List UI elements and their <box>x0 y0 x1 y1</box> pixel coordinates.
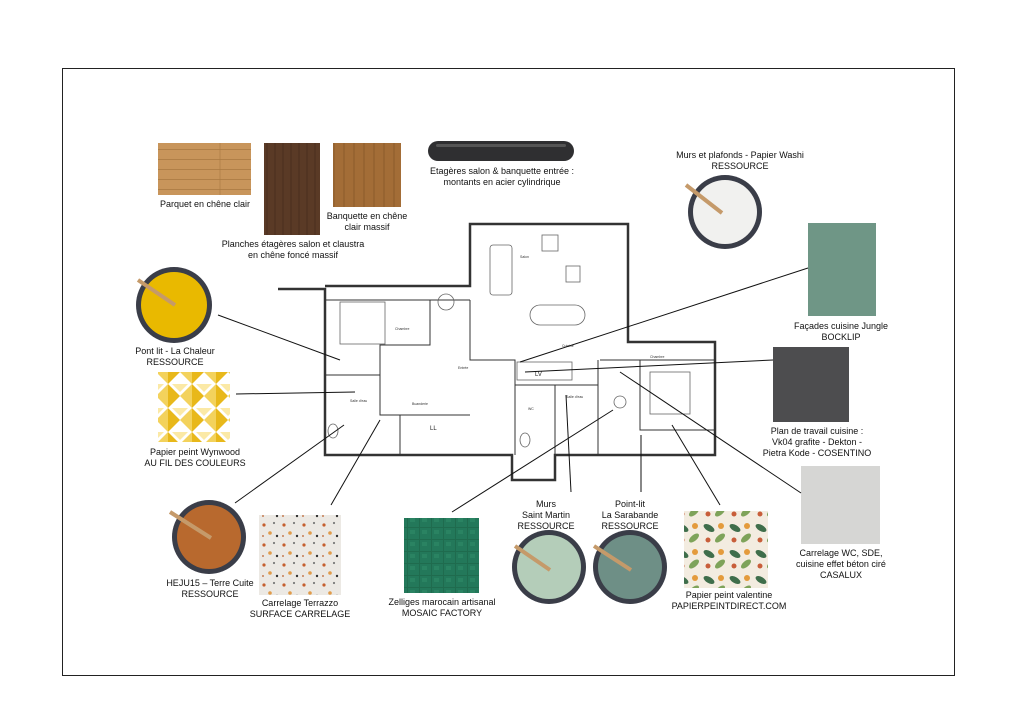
paint-can-icon <box>684 175 762 249</box>
brush-icon <box>684 183 724 215</box>
room-salon: Salon <box>520 255 529 259</box>
parquet-label: Parquet en chêne clair <box>159 199 251 209</box>
brush-icon <box>168 510 213 540</box>
room-wc: WC <box>528 407 534 411</box>
brush-icon <box>136 278 177 307</box>
room-sde-2: Salle d'eau <box>566 395 583 399</box>
carrelage-wc-label: Carrelage WC, SDE,cuisine effet béton ci… <box>796 548 886 580</box>
parquet-swatch <box>158 143 251 195</box>
zelliges-swatch <box>404 518 479 593</box>
furniture <box>327 234 691 448</box>
brush-icon <box>592 544 633 572</box>
dekton-swatch <box>773 347 849 422</box>
paint-can-icon <box>592 530 667 604</box>
facades-swatch <box>808 223 876 316</box>
room-chambre-1: Chambre <box>395 327 409 331</box>
etageres-label: Etagères salon & banquette entrée :monta… <box>429 166 575 187</box>
room-sde: Salle d'eau <box>350 399 367 403</box>
floor-plan <box>278 222 717 482</box>
room-chambre-2: Chambre <box>650 355 664 359</box>
leader-lines <box>217 267 809 513</box>
brush-icon <box>513 544 552 572</box>
board-frame <box>62 68 955 676</box>
plan-travail-label: Plan de travail cuisine :Vk04 grafite - … <box>762 426 872 458</box>
ll-label: LL <box>430 426 437 432</box>
terrazzo-swatch <box>259 515 341 595</box>
room-buanderie: Buanderie <box>412 402 428 406</box>
room-entree: Entrée <box>458 366 468 370</box>
lv-label: LV <box>535 372 542 378</box>
wynwood-swatch <box>158 372 230 442</box>
paint-can-icon <box>512 530 586 604</box>
paint-can-icon <box>136 267 212 343</box>
planches-swatch <box>264 143 320 235</box>
valentine-swatch <box>684 511 768 588</box>
beton-swatch <box>801 466 880 544</box>
paint-can-icon <box>168 500 246 574</box>
banquette-swatch <box>333 143 401 207</box>
